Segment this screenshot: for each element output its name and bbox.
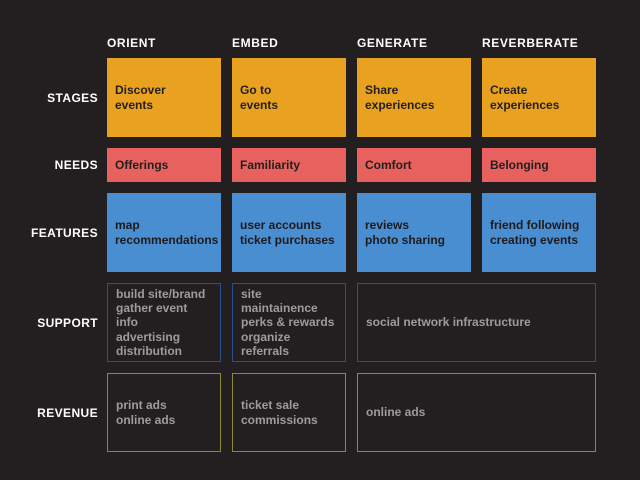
cell-text: Familiarity: [240, 157, 301, 172]
cell-text: ticket sale commissions: [241, 398, 318, 427]
cell-text: site maintainence perks & rewards organi…: [241, 287, 335, 358]
cell-text: map recommendations: [115, 218, 219, 247]
cell-stages-orient: Discover events: [107, 58, 221, 137]
cell-needs-reverberate: Belonging: [482, 148, 596, 182]
row-label-stages: STAGES: [47, 90, 98, 105]
cell-support-generate-reverberate: social network infrastructure: [357, 283, 596, 362]
cell-text: print ads online ads: [116, 398, 176, 427]
cell-support-embed: site maintainence perks & rewards organi…: [232, 283, 346, 362]
cell-text: build site/brand gather event info adver…: [116, 287, 206, 358]
cell-stages-generate: Share experiences: [357, 58, 471, 137]
column-header-generate: GENERATE: [357, 36, 428, 50]
column-header-orient: ORIENT: [107, 36, 156, 50]
cell-features-orient: map recommendations: [107, 193, 221, 272]
cell-support-orient: build site/brand gather event info adver…: [107, 283, 221, 362]
cell-text: user accounts ticket purchases: [240, 218, 335, 247]
column-header-reverberate: REVERBERATE: [482, 36, 579, 50]
cell-revenue-orient: print ads online ads: [107, 373, 221, 452]
cell-revenue-embed: ticket sale commissions: [232, 373, 346, 452]
row-label-support: SUPPORT: [37, 315, 98, 330]
cell-revenue-generate-reverberate: online ads: [357, 373, 596, 452]
row-label-needs: NEEDS: [54, 158, 98, 172]
cell-features-embed: user accounts ticket purchases: [232, 193, 346, 272]
row-label-features: FEATURES: [31, 225, 98, 240]
cell-text: Offerings: [115, 157, 169, 172]
row-label-revenue: REVENUE: [37, 405, 98, 420]
cell-text: Go to events: [240, 83, 279, 112]
cell-text: Create experiences: [490, 83, 560, 112]
cell-text: Belonging: [490, 157, 549, 172]
cell-text: reviews photo sharing: [365, 218, 445, 247]
cell-text: Discover events: [115, 83, 166, 112]
cell-features-generate: reviews photo sharing: [357, 193, 471, 272]
cell-text: Comfort: [365, 157, 412, 172]
cell-text: friend following creating events: [490, 218, 580, 247]
cell-text: online ads: [366, 405, 426, 420]
cell-needs-orient: Offerings: [107, 148, 221, 182]
cell-stages-reverberate: Create experiences: [482, 58, 596, 137]
cell-text: social network infrastructure: [366, 315, 531, 330]
cell-needs-generate: Comfort: [357, 148, 471, 182]
column-header-embed: EMBED: [232, 36, 279, 50]
cell-stages-embed: Go to events: [232, 58, 346, 137]
cell-text: Share experiences: [365, 83, 435, 112]
cell-features-reverberate: friend following creating events: [482, 193, 596, 272]
cell-needs-embed: Familiarity: [232, 148, 346, 182]
